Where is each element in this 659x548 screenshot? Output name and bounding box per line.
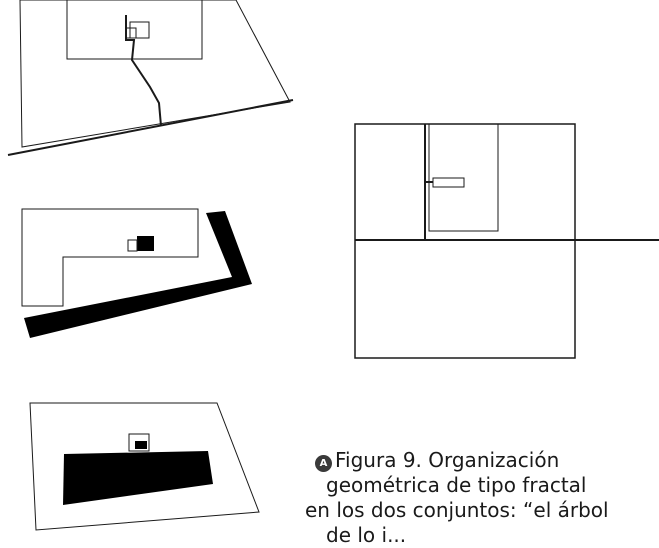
l-plan-outline bbox=[21, 208, 199, 307]
diagram-1-tree-path bbox=[7, 0, 294, 156]
caption-line-1-text: Figura 9. Organización bbox=[335, 448, 560, 472]
black-module-3 bbox=[135, 441, 147, 449]
site-outline-1 bbox=[19, 0, 291, 148]
figure-drawings bbox=[7, 0, 659, 531]
street-line-1 bbox=[7, 99, 294, 156]
black-l-block bbox=[24, 211, 252, 338]
caption-line-2: geométrica de tipo fractal bbox=[326, 473, 587, 497]
building-block-1 bbox=[66, 0, 203, 60]
small-module-1a bbox=[129, 21, 150, 39]
caption-line-3: en los dos conjuntos: “el árbol bbox=[305, 498, 609, 522]
small-bar bbox=[432, 177, 465, 188]
caption-marker-icon: A bbox=[315, 455, 332, 472]
inner-rectangle bbox=[428, 123, 499, 232]
small-module-1b bbox=[125, 27, 137, 39]
black-module-2 bbox=[137, 236, 154, 251]
site-outline-3 bbox=[29, 402, 260, 531]
white-notch-2 bbox=[127, 239, 138, 252]
black-trapezoid-block bbox=[63, 451, 213, 505]
diagram-3-black-block bbox=[29, 402, 260, 531]
branching-path-1 bbox=[125, 15, 162, 127]
diagram-4-square-plan bbox=[354, 123, 659, 359]
diagram-2-l-plan bbox=[21, 208, 252, 338]
